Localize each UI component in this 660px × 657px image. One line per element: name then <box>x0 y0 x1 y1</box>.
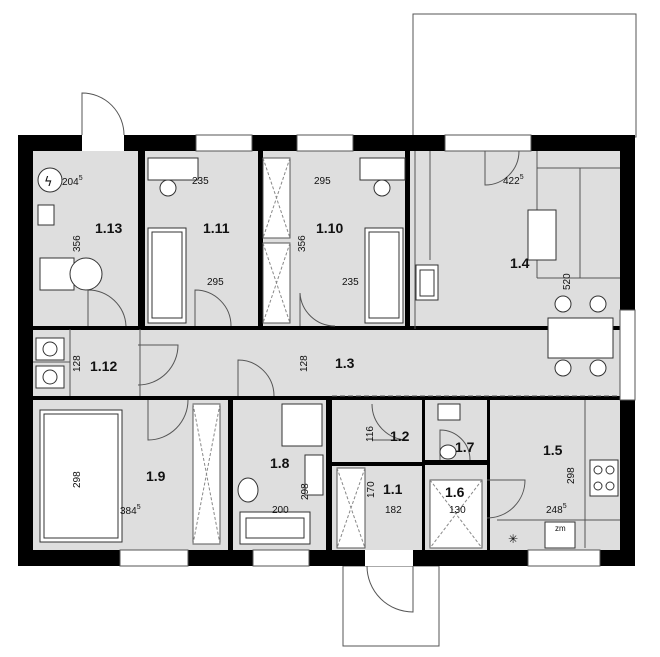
electric-panel-icon: ϟ <box>44 175 53 190</box>
dimension-label: 298 <box>300 483 311 500</box>
room-label: 1.13 <box>95 220 122 236</box>
dimension-label: 3845 <box>120 504 141 517</box>
dimension-label: 298 <box>566 467 577 484</box>
dimension-label: 298 <box>72 471 83 488</box>
living-furniture <box>415 209 614 377</box>
room-label: 1.5 <box>543 442 563 458</box>
entrance-gap-top <box>82 135 124 151</box>
room-label: 1.2 <box>390 428 410 444</box>
room-label: 1.9 <box>146 468 166 484</box>
gas-meter-icon: ✳ <box>508 532 518 546</box>
desks <box>147 157 406 197</box>
room-label: 1.8 <box>270 455 290 471</box>
wardrobe-crosses <box>192 157 483 549</box>
room-label: 1.11 <box>203 220 230 236</box>
dimension-label: 170 <box>366 481 377 498</box>
terrace-top <box>412 13 637 138</box>
vertical-dimension-labels: 356 356 520 128 128 116 298 298 170 298 <box>72 235 577 500</box>
kitchen-counter <box>497 400 620 548</box>
dimension-label: 2485 <box>546 503 567 516</box>
windows <box>119 134 636 567</box>
dimension-label: 356 <box>72 235 83 252</box>
dimension-label: 200 <box>272 505 289 516</box>
room-label: 1.1 <box>383 481 403 497</box>
dimension-label: 356 <box>297 235 308 252</box>
dimension-labels: 2045 235 295 4225 295 235 3845 200 182 1… <box>62 174 567 517</box>
interior-doors <box>87 150 526 519</box>
dimension-label: 295 <box>207 277 224 288</box>
dimension-label: 295 <box>314 176 331 187</box>
dimension-label: 128 <box>299 355 310 372</box>
room-label: 1.6 <box>445 484 465 500</box>
room-label: 1.4 <box>510 255 530 271</box>
partition-lines <box>33 151 620 397</box>
room-labels: 1.13 1.11 1.10 1.4 1.12 1.3 1.9 1.8 1.2 … <box>90 220 563 500</box>
dimension-label: 520 <box>562 273 573 290</box>
dimension-label: 4225 <box>503 174 524 187</box>
dimension-label: 235 <box>342 277 359 288</box>
dimension-label: 116 <box>365 426 376 442</box>
room-label: 1.7 <box>455 439 475 455</box>
room-label: 1.3 <box>335 355 355 371</box>
dimension-label: 130 <box>449 505 466 516</box>
dimension-label: 2045 <box>62 175 83 188</box>
beds <box>39 227 404 543</box>
room-label: 1.12 <box>90 358 117 374</box>
door-swing-top <box>81 92 125 136</box>
fixtures <box>35 167 619 549</box>
dimension-label: 182 <box>385 505 402 516</box>
door-swing-bottom <box>366 565 414 613</box>
dimension-label: 235 <box>192 176 209 187</box>
room-label: 1.10 <box>316 220 343 236</box>
dimension-label: 128 <box>72 355 83 372</box>
fridge-label: zm <box>555 524 566 533</box>
entrance-gap-bottom <box>365 550 413 566</box>
